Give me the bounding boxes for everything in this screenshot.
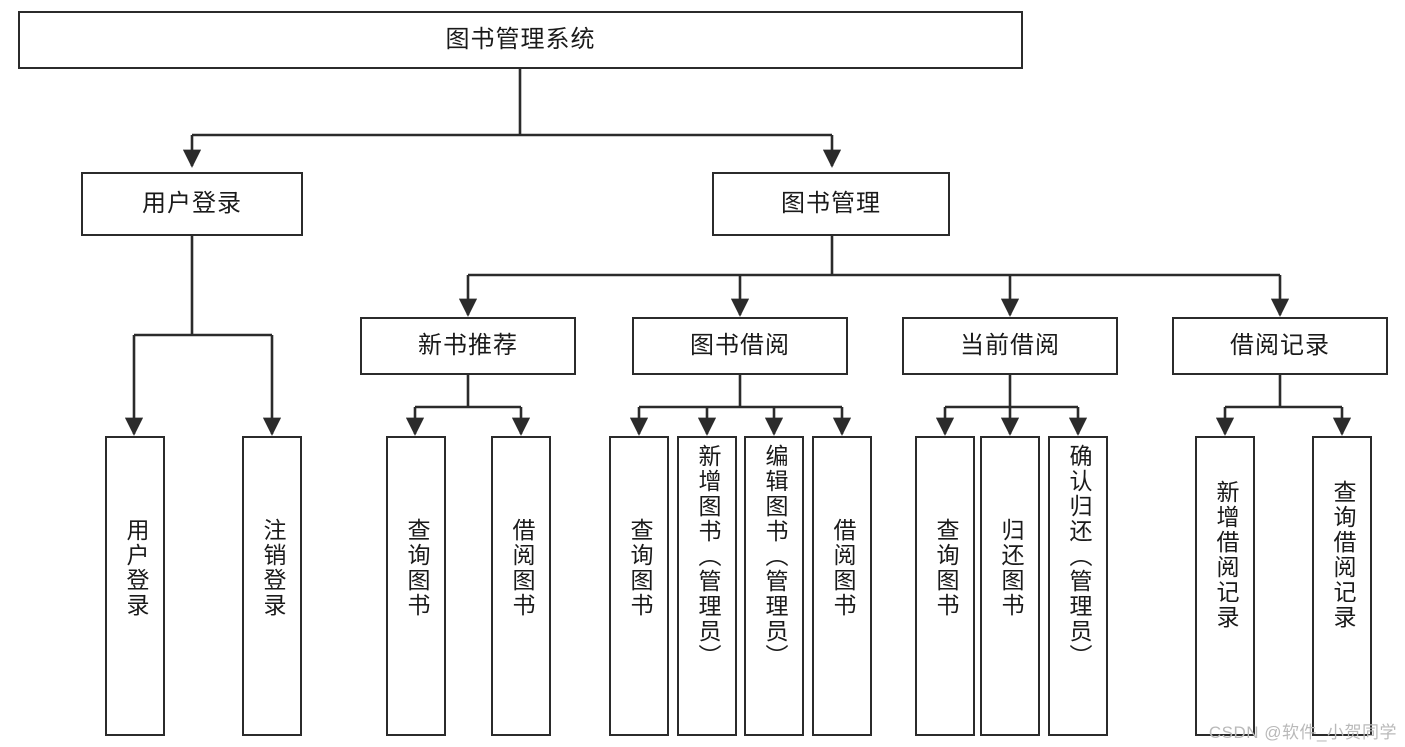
watermark-csdn: CSDN @软件_小贺同学 — [1208, 723, 1397, 742]
leaf-label: 新增借阅记录 — [1212, 480, 1239, 630]
leaf-book-borrow-edit-book-admin[interactable]: 编辑图书（管理员） — [744, 436, 804, 736]
node-book-borrow[interactable]: 图书借阅 — [632, 317, 848, 375]
leaf-label: 编辑图书（管理员） — [761, 444, 788, 669]
leaf-current-borrow-query-book[interactable]: 查询图书 — [915, 436, 975, 736]
leaf-label: 查询图书 — [932, 518, 959, 618]
leaf-label: 新增图书（管理员） — [694, 444, 721, 669]
node-label: 借阅记录 — [1230, 331, 1330, 359]
node-label: 新书推荐 — [418, 331, 518, 359]
node-borrow-record[interactable]: 借阅记录 — [1172, 317, 1388, 375]
leaf-label: 查询借阅记录 — [1329, 480, 1356, 630]
leaf-book-borrow-query-book[interactable]: 查询图书 — [609, 436, 669, 736]
leaf-borrow-record-add-record[interactable]: 新增借阅记录 — [1195, 436, 1255, 736]
leaf-book-borrow-borrow-book[interactable]: 借阅图书 — [812, 436, 872, 736]
leaf-label: 用户登录 — [122, 518, 149, 618]
leaf-user-login-login[interactable]: 用户登录 — [105, 436, 165, 736]
leaf-current-borrow-return-book[interactable]: 归还图书 — [980, 436, 1040, 736]
leaf-label: 借阅图书 — [829, 518, 856, 618]
leaf-label: 查询图书 — [626, 518, 653, 618]
node-label: 当前借阅 — [960, 331, 1060, 359]
leaf-new-book-borrow-book[interactable]: 借阅图书 — [491, 436, 551, 736]
leaf-label: 归还图书 — [997, 518, 1024, 618]
node-user-login[interactable]: 用户登录 — [81, 172, 303, 236]
leaf-label: 借阅图书 — [508, 518, 535, 618]
leaf-label: 查询图书 — [403, 518, 430, 618]
node-label: 图书管理 — [781, 189, 881, 217]
node-current-borrow[interactable]: 当前借阅 — [902, 317, 1118, 375]
node-book-management[interactable]: 图书管理 — [712, 172, 950, 236]
node-new-book-recommendation[interactable]: 新书推荐 — [360, 317, 576, 375]
node-label: 用户登录 — [142, 189, 242, 217]
node-root-book-management-system[interactable]: 图书管理系统 — [18, 11, 1023, 69]
leaf-book-borrow-add-book-admin[interactable]: 新增图书（管理员） — [677, 436, 737, 736]
leaf-label: 注销登录 — [259, 518, 286, 618]
leaf-new-book-query-book[interactable]: 查询图书 — [386, 436, 446, 736]
leaf-borrow-record-query-record[interactable]: 查询借阅记录 — [1312, 436, 1372, 736]
node-label: 图书借阅 — [690, 331, 790, 359]
leaf-user-login-logout[interactable]: 注销登录 — [242, 436, 302, 736]
node-label: 图书管理系统 — [445, 25, 596, 53]
leaf-current-borrow-confirm-return-admin[interactable]: 确认归还（管理员） — [1048, 436, 1108, 736]
leaf-label: 确认归还（管理员） — [1065, 444, 1092, 669]
